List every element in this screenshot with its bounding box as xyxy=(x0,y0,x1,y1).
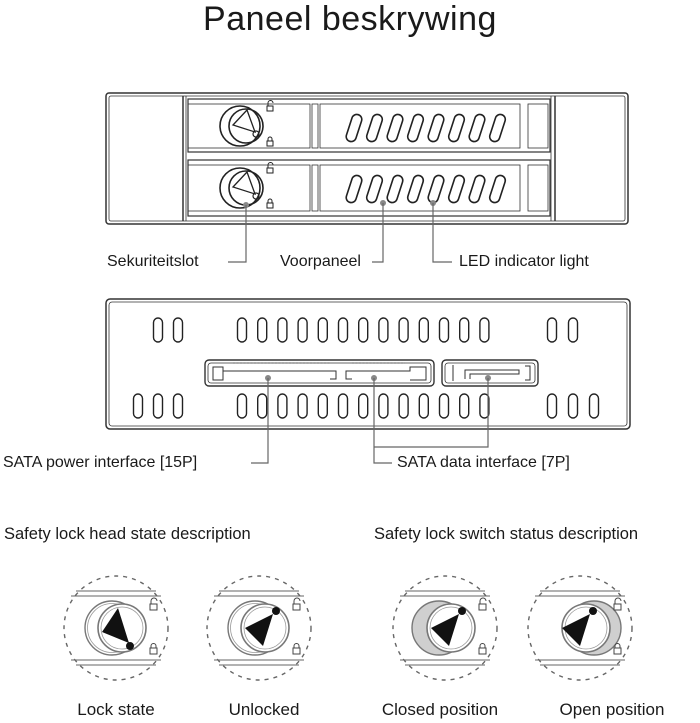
vent-slot xyxy=(398,393,409,419)
vent-slot xyxy=(406,174,425,204)
lock-dot-icon xyxy=(589,607,597,615)
vent-slot xyxy=(236,317,248,343)
vent-slot xyxy=(386,174,404,204)
lock-symbol-icon xyxy=(478,643,487,655)
vent-slot xyxy=(406,113,425,143)
unlock-symbol-icon xyxy=(478,597,487,611)
vent-slot xyxy=(132,393,144,419)
vent-slot xyxy=(297,317,308,343)
unlocked-caption: Unlocked xyxy=(228,700,300,719)
lock-symbols xyxy=(266,100,274,209)
vent-slot xyxy=(365,174,384,204)
page-title: Paneel beskrywing xyxy=(203,0,497,38)
vent-slot xyxy=(459,317,470,343)
vent-slot xyxy=(588,393,600,419)
vent-slot xyxy=(546,393,558,419)
front-panel-label: Voorpaneel xyxy=(280,253,361,270)
security-lock-label: Sekuriteitslot xyxy=(107,253,199,270)
lock-symbol-icon xyxy=(149,643,158,655)
rear-vent-slots xyxy=(132,317,600,419)
sata-power-label: SATA power interface [15P] xyxy=(3,454,198,471)
vent-slot xyxy=(317,393,328,419)
vent-slot xyxy=(468,174,486,204)
vent-slot xyxy=(337,317,349,343)
lock-pointer-icon xyxy=(102,608,129,643)
lock-symbol-icon xyxy=(266,136,274,147)
drive-bay-2 xyxy=(187,159,551,217)
vent-slot xyxy=(418,393,429,419)
closed-position-diagram xyxy=(392,575,498,681)
unlock-symbol-icon xyxy=(266,100,274,112)
vent-slot xyxy=(427,174,445,204)
vent-slot xyxy=(337,393,349,419)
open-position-caption: Open position xyxy=(559,700,665,719)
vent-slot xyxy=(459,393,470,419)
vent-slot xyxy=(488,174,507,204)
vent-slot xyxy=(358,317,369,343)
vent-slot xyxy=(447,174,466,204)
unlocked-diagram xyxy=(206,575,312,681)
vent-slot xyxy=(378,393,389,419)
vent-slot xyxy=(152,317,164,343)
vent-slot xyxy=(297,393,308,419)
vent-slot xyxy=(365,113,384,143)
vent-slot xyxy=(257,317,268,343)
vent-slot xyxy=(358,393,369,419)
vent-slot xyxy=(468,113,486,143)
vent-slot xyxy=(438,317,450,343)
vent-slot xyxy=(172,317,184,343)
front-panel-frame xyxy=(105,92,629,225)
sata-data-label: SATA data interface [7P] xyxy=(397,454,570,471)
vent-slot xyxy=(438,393,450,419)
vent-slot xyxy=(345,174,363,204)
vent-slot xyxy=(447,113,466,143)
vent-slot xyxy=(567,317,579,343)
unlock-symbol-icon xyxy=(266,162,274,174)
vent-slot xyxy=(257,393,268,419)
vent-slot xyxy=(546,317,558,343)
front-vent-slots xyxy=(345,113,507,204)
vent-slot xyxy=(277,393,288,419)
lock-symbol-icon xyxy=(292,643,301,655)
sata-data-connector xyxy=(441,359,539,387)
vent-slot xyxy=(488,113,507,143)
vent-slot xyxy=(386,113,404,143)
vent-slot xyxy=(152,393,164,419)
lock-state-caption: Lock state xyxy=(77,700,155,719)
vent-slot xyxy=(317,317,328,343)
vent-slot xyxy=(236,393,248,419)
open-position-diagram xyxy=(527,575,633,681)
lock-symbol-icon xyxy=(613,643,622,655)
lock-head-heading: Safety lock head state description xyxy=(4,525,251,543)
lock-dot-icon xyxy=(458,607,466,615)
vent-slot xyxy=(172,393,184,419)
rear-panel-frame xyxy=(105,298,631,430)
lock-pointer-icon xyxy=(562,614,590,646)
vent-slot xyxy=(277,317,288,343)
unlock-symbol-icon xyxy=(149,597,158,611)
lock-pointer-icon xyxy=(245,614,273,646)
sata-power-connector xyxy=(204,359,435,387)
unlock-symbol-icon xyxy=(292,597,301,611)
vent-slot xyxy=(567,393,579,419)
vent-slot xyxy=(418,317,429,343)
unlock-symbol-icon xyxy=(613,597,622,611)
vent-slot xyxy=(479,317,490,343)
lock-switch-heading: Safety lock switch status description xyxy=(374,525,639,543)
lock-dot-icon xyxy=(126,642,134,650)
vent-slot xyxy=(345,113,363,143)
led-indicator-label: LED indicator light xyxy=(459,253,589,270)
security-lock-2 xyxy=(219,167,264,209)
vent-slot xyxy=(479,393,490,419)
vent-slot xyxy=(427,113,445,143)
lock-symbol-icon xyxy=(266,198,274,209)
closed-position-caption: Closed position xyxy=(381,700,499,719)
vent-slot xyxy=(398,317,409,343)
lock-dot-icon xyxy=(272,607,280,615)
lock-state-diagram xyxy=(63,575,169,681)
drive-bay-1 xyxy=(187,98,551,153)
lock-pointer-icon xyxy=(431,614,459,646)
vent-slot xyxy=(378,317,389,343)
security-lock-1 xyxy=(219,105,264,147)
